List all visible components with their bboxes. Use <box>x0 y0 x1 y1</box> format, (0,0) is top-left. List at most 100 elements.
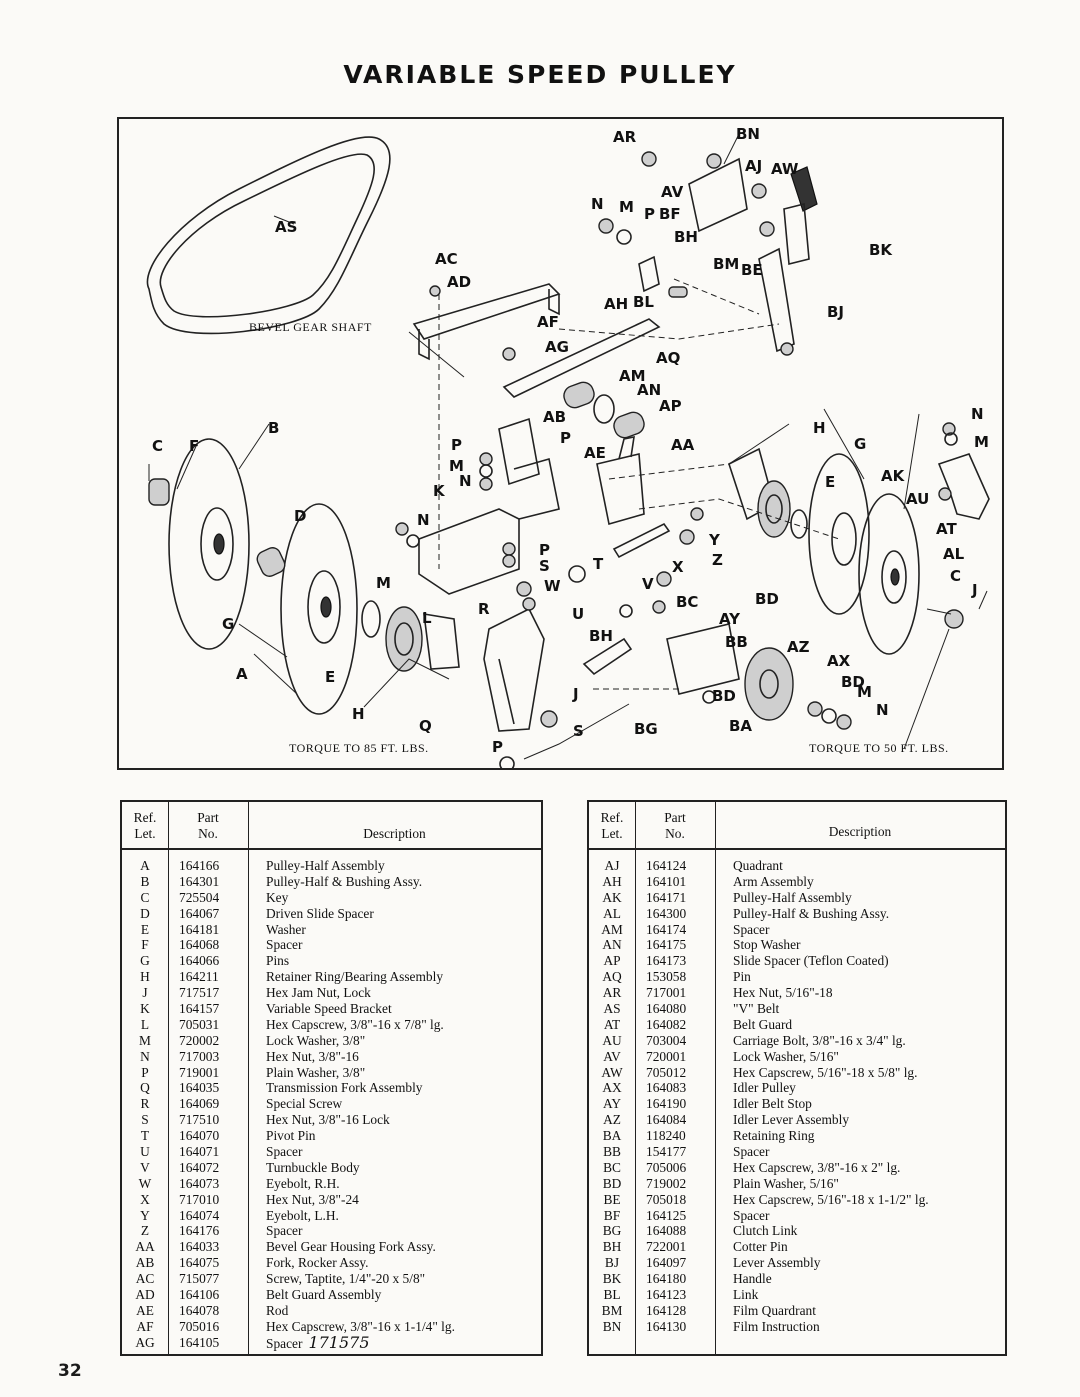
part-number: 164211 <box>179 969 219 985</box>
part-description: Plain Washer, 5/16" <box>733 1175 839 1191</box>
ref-letter: AB <box>135 1255 155 1271</box>
callout-label: AP <box>659 397 682 415</box>
handwritten-note: 171575 <box>308 1332 370 1352</box>
ref-letter: A <box>140 858 150 873</box>
header-no: No. <box>198 826 218 841</box>
ref-letter: BH <box>602 1239 622 1255</box>
ref-letter: J <box>142 985 148 1001</box>
torque-50-note: TORQUE TO 50 FT. LBS. <box>809 741 949 755</box>
ref-letter: AS <box>603 1001 621 1017</box>
part-number: 164083 <box>646 1080 687 1096</box>
callout-label: E <box>825 473 835 491</box>
part-number: 705031 <box>179 1016 220 1032</box>
part-number: 719002 <box>646 1175 687 1191</box>
part-number: 164106 <box>179 1287 220 1303</box>
part-number: 164072 <box>179 1159 220 1175</box>
callout-label: AU <box>906 490 929 508</box>
part-number: 164173 <box>646 953 687 969</box>
callout-label: U <box>572 605 584 623</box>
callout-label: G <box>854 435 866 453</box>
ref-letter: AP <box>603 953 621 969</box>
ref-letter: BD <box>602 1175 622 1191</box>
exploded-view-diagram: AR BN AJ AW AV N M P BF BH AS BK BM BE A… <box>117 117 1004 770</box>
callout-label: N <box>971 405 984 423</box>
part-description: Spacer <box>266 1144 303 1160</box>
ref-letter: AY <box>602 1096 622 1112</box>
callout-label: C <box>950 567 961 585</box>
part-number: 717010 <box>179 1191 220 1207</box>
part-number: 705012 <box>646 1064 687 1080</box>
part-description: Pulley-Half & Bushing Assy. <box>733 905 890 921</box>
ref-letter: AC <box>135 1271 155 1287</box>
part-number: 164080 <box>646 1001 687 1017</box>
part-description: Variable Speed Bracket <box>266 1001 392 1017</box>
callout-label: BD <box>712 687 736 705</box>
part-number: 164073 <box>179 1175 220 1191</box>
part-number: 164300 <box>646 905 687 921</box>
part-number: 164084 <box>646 1112 687 1128</box>
ref-letter: BN <box>602 1318 622 1334</box>
ref-letter: AQ <box>602 969 622 985</box>
callout-label: J <box>971 581 978 599</box>
callout-label: BH <box>674 228 698 246</box>
ref-letter: AM <box>601 921 623 937</box>
transmission-fork-illustration <box>483 607 545 732</box>
part-number: 164128 <box>646 1302 687 1318</box>
part-description: Film Instruction <box>733 1318 820 1334</box>
part-description: Carriage Bolt, 3/8"-16 x 3/4" lg. <box>733 1032 906 1048</box>
callout-label: S <box>573 722 584 740</box>
part-description: Cotter Pin <box>733 1239 788 1255</box>
table-row: BH 722001 Cotter Pin <box>589 1239 1005 1255</box>
exploded-view-drawing: AR BN AJ AW AV N M P BF BH AS BK BM BE A… <box>146 125 990 768</box>
part-description: Key <box>266 889 289 905</box>
part-number: 164174 <box>646 921 687 937</box>
table-header: Ref. Let. Part No. Description <box>122 802 541 850</box>
callout-label: BJ <box>827 303 844 321</box>
part-number: 720001 <box>646 1048 687 1064</box>
ref-letter: F <box>141 937 149 953</box>
callout-label: A <box>236 665 248 683</box>
part-number: 717517 <box>179 985 220 1001</box>
callout-label: X <box>672 558 684 576</box>
ref-letter: M <box>139 1032 151 1048</box>
ref-letter: W <box>138 1175 152 1191</box>
part-number: 164175 <box>646 937 687 953</box>
page-number: 32 <box>58 1361 82 1381</box>
part-description: Hex Nut, 3/8"-16 Lock <box>266 1112 390 1128</box>
part-number: 164097 <box>646 1255 687 1271</box>
part-description: Pivot Pin <box>266 1128 316 1144</box>
part-number: 164157 <box>179 1001 220 1017</box>
part-number: 705018 <box>646 1191 687 1207</box>
bevel-gear-shaft-note: BEVEL GEAR SHAFT <box>249 320 372 334</box>
part-number: 164176 <box>179 1223 220 1239</box>
callout-label: AB <box>543 408 566 426</box>
callout-label: AR <box>613 128 637 146</box>
part-description: Pulley-Half & Bushing Assy. <box>266 873 423 889</box>
callout-label: AT <box>936 520 957 538</box>
callout-label: AL <box>943 545 965 563</box>
part-number: 722001 <box>646 1239 687 1255</box>
ref-letter: N <box>140 1048 150 1064</box>
part-description: Pulley-Half Assembly <box>733 889 852 905</box>
part-number: 153058 <box>646 969 687 985</box>
